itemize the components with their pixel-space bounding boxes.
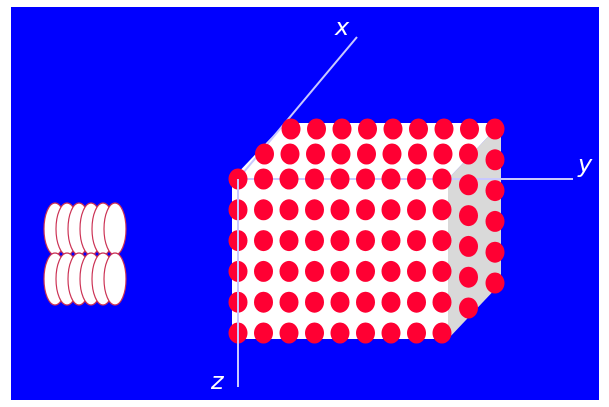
lattice-point	[279, 291, 299, 313]
lattice-point	[358, 118, 377, 140]
lattice-point	[330, 322, 350, 344]
lattice-point	[409, 118, 428, 140]
lattice-point	[356, 199, 375, 221]
lattice-point	[254, 230, 273, 252]
lattice-point	[459, 297, 478, 319]
lattice-point	[305, 168, 324, 190]
lattice-point	[330, 291, 350, 313]
lattice-point	[407, 199, 426, 221]
lattice-point	[485, 180, 505, 202]
lattice-point	[485, 210, 505, 232]
lattice-point	[485, 118, 505, 140]
lattice-point	[306, 143, 325, 165]
lattice-point	[279, 322, 299, 344]
lattice-point	[255, 143, 274, 165]
lattice-point	[432, 322, 452, 344]
lattice-point	[382, 143, 402, 165]
lattice-point	[279, 168, 299, 190]
lattice-point	[305, 199, 324, 221]
lattice-point	[305, 322, 324, 344]
lattice-point	[407, 168, 426, 190]
lattice-point	[356, 168, 375, 190]
lattice-point	[407, 322, 426, 344]
lattice-point	[381, 260, 401, 282]
lattice-point	[254, 199, 273, 221]
x-axis-label: x	[334, 13, 350, 41]
lattice-point	[254, 168, 273, 190]
lattice-point	[383, 118, 403, 140]
lattice-point	[279, 199, 299, 221]
lattice-point	[459, 143, 478, 165]
lattice-point	[356, 260, 375, 282]
lattice-point	[407, 230, 426, 252]
disk	[103, 252, 127, 306]
lattice-point	[407, 291, 426, 313]
disk	[103, 202, 127, 256]
lattice-point	[305, 230, 324, 252]
lattice-point	[330, 168, 350, 190]
lattice-point	[381, 291, 401, 313]
lattice-point	[356, 230, 375, 252]
lattice-point	[459, 205, 478, 227]
lattice-point	[280, 143, 300, 165]
lattice-point	[459, 174, 478, 196]
lattice-point	[485, 241, 505, 263]
lattice-point	[432, 199, 452, 221]
cube-front-face	[232, 173, 448, 339]
lattice-point	[356, 322, 375, 344]
lattice-point	[432, 230, 452, 252]
lattice-point	[330, 230, 350, 252]
lattice-point	[381, 230, 401, 252]
lattice-point	[381, 168, 401, 190]
lattice-point	[485, 149, 505, 171]
lattice-point	[381, 199, 401, 221]
lattice-point	[305, 291, 324, 313]
lattice-point	[432, 168, 452, 190]
lattice-point	[459, 235, 478, 257]
lattice-point	[434, 118, 454, 140]
lattice-point	[356, 291, 375, 313]
lattice-points	[228, 118, 505, 344]
disk-stack	[43, 202, 127, 306]
lattice-point	[307, 118, 326, 140]
lattice-point	[279, 260, 299, 282]
y-axis-label: y	[577, 150, 593, 178]
z-axis-label: z	[210, 367, 225, 395]
lattice-point	[460, 118, 479, 140]
lattice-point	[432, 291, 452, 313]
lattice-point	[459, 266, 478, 288]
lattice-point	[332, 118, 352, 140]
lattice-point	[381, 322, 401, 344]
lattice-point	[433, 143, 453, 165]
lattice-point	[305, 260, 324, 282]
diagram-panel: x y z	[11, 7, 599, 400]
lattice-point	[357, 143, 376, 165]
lattice-point	[254, 260, 273, 282]
lattice-diagram: x y z	[43, 13, 593, 395]
lattice-point	[330, 199, 350, 221]
lattice-point	[254, 322, 273, 344]
lattice-point	[330, 260, 350, 282]
lattice-point	[408, 143, 427, 165]
lattice-point	[279, 230, 299, 252]
lattice-point	[254, 291, 273, 313]
lattice-point	[485, 272, 505, 294]
lattice-point	[407, 260, 426, 282]
lattice-point	[331, 143, 351, 165]
lattice-point	[281, 118, 301, 140]
lattice-point	[432, 260, 452, 282]
